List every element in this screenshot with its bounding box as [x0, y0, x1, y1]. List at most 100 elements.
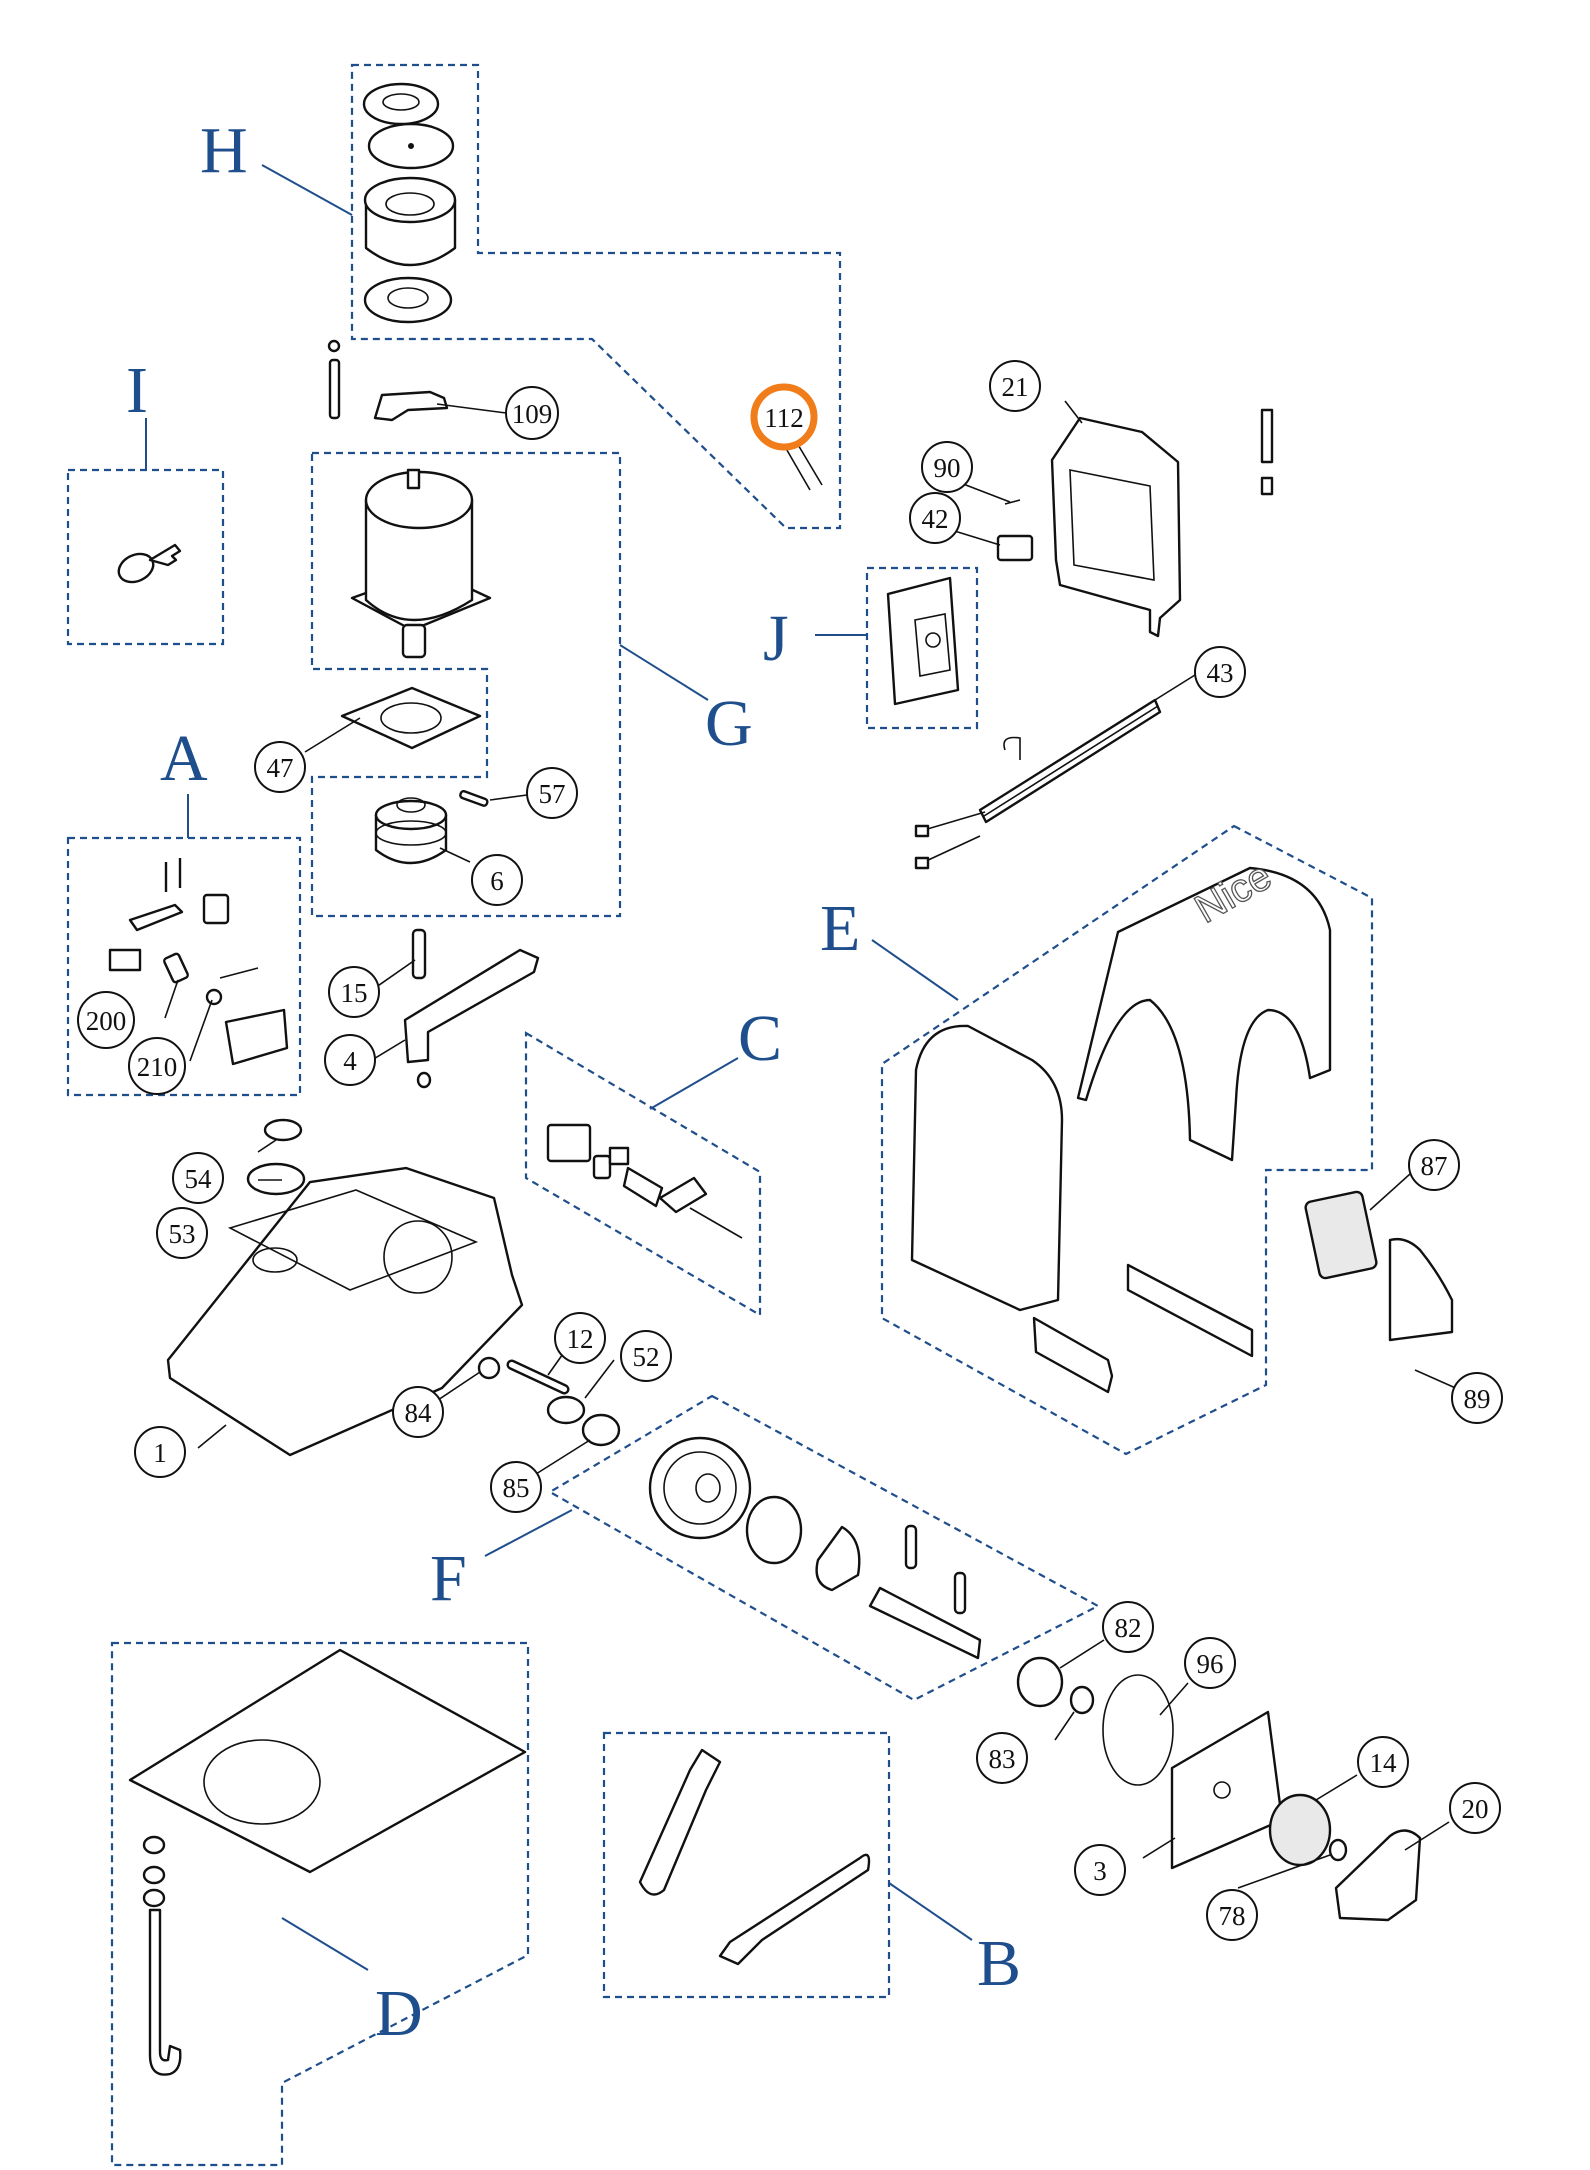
callout-96: 96 [1184, 1637, 1236, 1689]
group-f-leader [484, 1509, 573, 1557]
key-part [117, 543, 182, 584]
group-e-leader [871, 939, 959, 1001]
group-label-e: E [820, 892, 860, 965]
svg-text:112: 112 [764, 403, 804, 433]
lever-b2-part [718, 1853, 871, 1966]
svg-text:6: 6 [490, 866, 504, 896]
callout-85: 85 [490, 1461, 542, 1513]
svg-text:89: 89 [1464, 1384, 1491, 1414]
group-a-outline [66, 836, 302, 1097]
pin-57-part [459, 790, 489, 807]
washer-84-part [477, 1356, 501, 1380]
group-label-d: D [375, 1977, 423, 2050]
group-label-j: J [763, 602, 789, 675]
svg-text:109: 109 [512, 399, 553, 429]
svg-text:90: 90 [934, 453, 961, 483]
terminal-42-part [996, 534, 1034, 562]
grille-87-part [1304, 1190, 1378, 1280]
callout-43: 43 [1194, 646, 1246, 698]
gasket-47-part [340, 686, 482, 750]
pulley-6-part [374, 797, 448, 865]
svg-text:43: 43 [1207, 658, 1234, 688]
ring-53-part [246, 1162, 306, 1196]
callout-210: 210 [128, 1037, 186, 1095]
ring-83-part [1069, 1685, 1095, 1715]
callout-21: 21 [989, 360, 1041, 412]
group-label-b: B [977, 1927, 1021, 2000]
group-g-leader [619, 644, 709, 701]
svg-text:4: 4 [343, 1046, 357, 1076]
callout-89: 89 [1451, 1372, 1503, 1424]
bearing-82-part [1016, 1656, 1064, 1708]
group-c-outline [524, 1031, 762, 1317]
callout-82: 82 [1102, 1601, 1154, 1653]
callout-87: 87 [1408, 1139, 1460, 1191]
svg-text:87: 87 [1421, 1151, 1448, 1181]
svg-text:96: 96 [1197, 1649, 1224, 1679]
pinion-14-part [1268, 1793, 1332, 1867]
motor-part [350, 468, 492, 659]
group-e-outline [880, 824, 1374, 1456]
anchor-bolt-part [142, 1835, 182, 2076]
callout-83: 83 [976, 1732, 1028, 1784]
callout-52: 52 [620, 1330, 672, 1382]
callout-42: 42 [909, 492, 961, 544]
svg-text:54: 54 [185, 1164, 213, 1194]
group-j-outline [865, 566, 979, 730]
side-cover-part [910, 1024, 1064, 1312]
callout-12: 12 [554, 1312, 606, 1364]
group-b-outline [602, 1731, 891, 1999]
oring-96-part [1102, 1674, 1174, 1786]
lever-4-part [403, 948, 540, 1064]
callout-3: 3 [1074, 1844, 1126, 1896]
svg-text:47: 47 [267, 753, 294, 783]
callout-4: 4 [324, 1034, 376, 1086]
lever-b1-part [638, 1748, 722, 1896]
svg-text:1: 1 [153, 1438, 167, 1468]
switch-assembly-c [546, 1123, 743, 1239]
plate-3-part [1170, 1710, 1284, 1870]
callout-14: 14 [1357, 1736, 1409, 1788]
callout-54: 54 [172, 1152, 224, 1204]
group-h-leader [261, 164, 353, 216]
svg-text:21: 21 [1002, 372, 1029, 402]
oring-52-part [546, 1395, 586, 1425]
group-f-outline [547, 1394, 1101, 1702]
callout-90: 90 [921, 441, 973, 493]
small-parts-a [108, 858, 289, 1066]
callout-20: 20 [1449, 1782, 1501, 1834]
svg-text:52: 52 [633, 1342, 660, 1372]
group-h-outline [350, 63, 842, 530]
bolt-15-part [411, 928, 427, 980]
strip-2-part [1126, 1263, 1254, 1358]
callout-47: 47 [254, 741, 306, 793]
svg-text:12: 12 [567, 1324, 594, 1354]
svg-text:82: 82 [1115, 1613, 1142, 1643]
gear-assembly-f [648, 1436, 982, 1660]
callout-53: 53 [156, 1207, 208, 1259]
group-label-g: G [705, 687, 753, 760]
grille-89-part [1388, 1237, 1454, 1342]
group-label-a: A [160, 722, 208, 795]
svg-text:210: 210 [137, 1052, 178, 1082]
ring-54-part [263, 1118, 303, 1142]
bolt-part [327, 339, 341, 420]
mounting-plate-part [128, 1648, 527, 1874]
group-c-leader [649, 1057, 739, 1110]
svg-text:15: 15 [341, 978, 368, 1008]
control-board-frame-part [1050, 408, 1274, 638]
group-label-f: F [430, 1542, 467, 1615]
group-g-outline [310, 451, 622, 918]
svg-text:78: 78 [1219, 1901, 1246, 1931]
pin-90-part [1004, 499, 1021, 505]
callout-84: 84 [392, 1386, 444, 1438]
group-label-c: C [738, 1002, 782, 1075]
top-cover-part: Nice [1076, 853, 1332, 1162]
svg-text:3: 3 [1093, 1856, 1107, 1886]
group-b-leader [888, 1882, 973, 1941]
callout-leaders [164, 400, 1461, 1889]
cover-20-part [1334, 1829, 1422, 1922]
svg-text:20: 20 [1462, 1794, 1489, 1824]
group-d-leader [281, 1917, 369, 1971]
